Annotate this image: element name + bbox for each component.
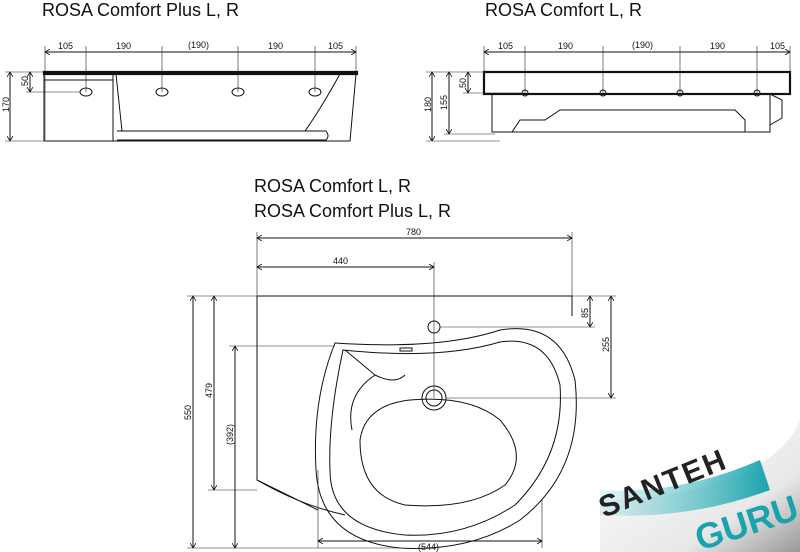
title-plan-1: ROSA Comfort L, R	[254, 176, 411, 196]
dim-height-155: 155	[439, 95, 449, 110]
dim-depth-479: 479	[204, 383, 214, 398]
title-front-plus: ROSA Comfort Plus L, R	[42, 0, 239, 20]
dim-tap-85: 85	[580, 308, 590, 318]
dim-190: 190	[116, 41, 131, 51]
dim-hole-50: 50	[458, 78, 468, 88]
dim-190: 190	[268, 41, 283, 51]
dim-hole-50: 50	[20, 76, 30, 86]
dim-bowl-544: (544)	[418, 542, 439, 552]
front-view-plus: 105 190 (190) 190 105 170 50	[1, 40, 359, 141]
dim-bowl-392: (392)	[225, 424, 235, 445]
dim-190-ref: (190)	[632, 40, 653, 50]
dim-105: 105	[498, 41, 513, 51]
dim-tap-440: 440	[333, 256, 348, 266]
dim-190: 190	[558, 41, 573, 51]
dim-drain-255: 255	[601, 337, 611, 352]
dim-height-170: 170	[1, 97, 11, 112]
dim-depth-550: 550	[183, 405, 193, 420]
title-plan-2: ROSA Comfort Plus L, R	[254, 201, 451, 221]
front-view-comfort: 105 190 (190) 190 105 180 155 50	[423, 40, 792, 141]
dim-105: 105	[58, 41, 73, 51]
santeh-guru-watermark: SANTEH GURU	[594, 420, 800, 552]
dim-105: 105	[770, 41, 785, 51]
title-front-comfort: ROSA Comfort L, R	[485, 0, 642, 20]
dim-height-180: 180	[423, 97, 433, 112]
dim-105: 105	[328, 41, 343, 51]
dim-190-ref: (190)	[188, 40, 209, 50]
dim-190: 190	[710, 41, 725, 51]
plan-view: 780 440 85 255 550 479 (392) (544)	[183, 227, 616, 552]
dim-width-780: 780	[406, 227, 421, 237]
